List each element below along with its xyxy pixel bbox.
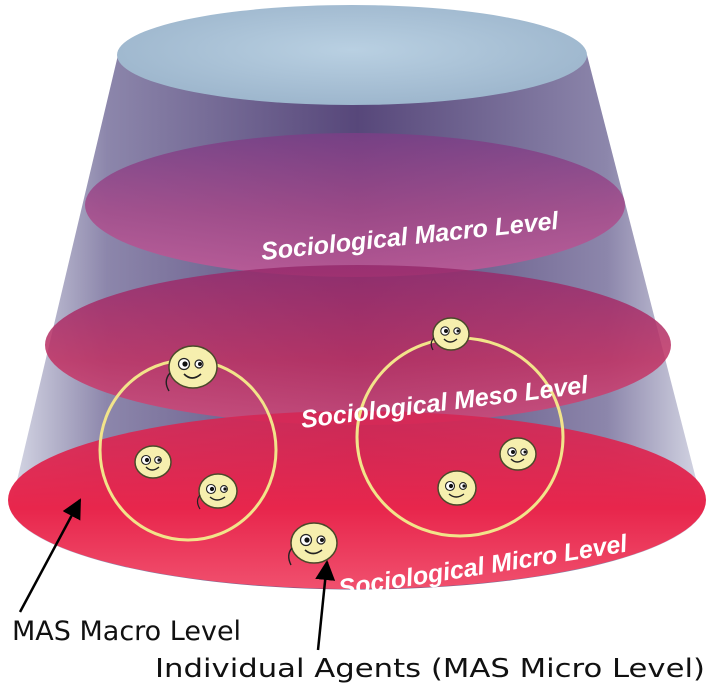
agent-face-icon	[437, 470, 477, 506]
agent-face-icon	[288, 522, 338, 566]
macro-level-disc	[85, 133, 625, 277]
agents-label: Individual Agents (MAS Micro Level)	[155, 654, 705, 684]
agents-arrow	[315, 560, 336, 651]
mas-macro-label: MAS Macro Level	[12, 616, 241, 647]
agent-face-icon	[134, 445, 172, 479]
agent-face-icon	[499, 437, 537, 471]
mas-macro-arrow	[18, 498, 82, 613]
agent-face-icon	[165, 345, 218, 392]
agent-face-icon	[196, 473, 238, 510]
agent-face-icon	[430, 317, 470, 351]
cone-top-cap	[117, 5, 587, 105]
